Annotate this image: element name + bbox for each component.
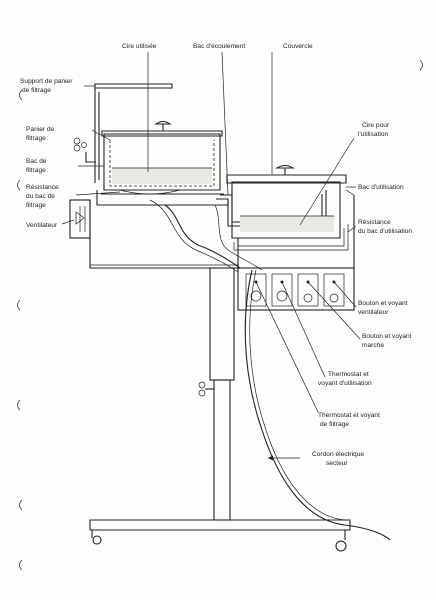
use-tank (231, 181, 341, 239)
stand-lower-tube (213, 379, 231, 521)
label-resistance-filtrage-1: Résistance (26, 184, 59, 191)
label-bac-filtrage-1: Bac de (26, 158, 47, 165)
use-unit (216, 164, 355, 269)
caster-right (335, 540, 347, 552)
label-support-panier-1: Support de panier (20, 78, 73, 85)
caster-left (92, 535, 102, 545)
filter-basket (109, 140, 215, 187)
label-cire-utilisation-1: Cire pour (362, 122, 390, 129)
label-cire-utilisee: Cire utilisée (122, 43, 157, 50)
label-bac-utilisation: Bac d'utilisation (358, 184, 404, 191)
internal-cable-1 (164, 204, 241, 269)
label-resistance-utilisation-1: Résistance (358, 219, 391, 226)
heater-body (89, 200, 238, 269)
filtration-unit (69, 83, 238, 269)
binder-holes (17, 59, 423, 571)
control-marche (297, 273, 319, 307)
label-panier-2: filtrage (26, 135, 46, 142)
stand (89, 267, 351, 552)
labels: Cire utilisée Bac d'écoulement Couvercle… (20, 43, 412, 467)
label-thermostat-filtrage-2: de filtrage (320, 421, 349, 428)
stand-upper-tube (209, 267, 235, 381)
knob-2 (73, 144, 81, 152)
use-lid-knob (275, 164, 295, 169)
control-thermostat-utilisation (271, 273, 293, 307)
label-support-panier-2: de filtrage (22, 87, 51, 94)
control-thermostat-filtrage (245, 273, 267, 307)
knob-1 (73, 137, 81, 145)
fan-housing (69, 199, 91, 239)
control-ventilateur (323, 273, 345, 307)
label-cire-utilisation-2: l'utilisation (358, 131, 389, 138)
control-panel-box (237, 267, 355, 311)
label-thermostat-filtrage-1: Thermostat et voyant (318, 412, 380, 419)
label-panier-1: Panier de (26, 126, 55, 133)
label-bouton-ventilateur-1: Bouton et voyant (358, 300, 408, 307)
label-thermostat-utilisation-2: voyant d'utilisation (318, 380, 372, 387)
basket-support-rod (94, 83, 173, 89)
label-cordon-2: secteur (326, 460, 348, 467)
used-wax-fill (112, 168, 212, 184)
filter-lid-knob (154, 120, 172, 125)
filter-tank (103, 133, 221, 191)
use-tank-lid (226, 174, 347, 184)
filter-resistance (119, 189, 181, 195)
label-bouton-marche-2: marche (362, 342, 384, 349)
label-bac-filtrage-2: filtrage (26, 167, 46, 174)
label-bac-ecoulement: Bac d'écoulement (193, 43, 245, 50)
label-cordon-1: Cordon électrique (312, 451, 364, 458)
label-resistance-filtrage-2: du bac de (26, 193, 55, 200)
filter-tank-rim (101, 130, 223, 137)
label-thermostat-utilisation-1: Thermostat et (328, 371, 369, 378)
power-cord (244, 269, 391, 541)
leader-lines (61, 51, 361, 461)
label-resistance-utilisation-2: du bac d'utilisation (358, 228, 412, 235)
label-couvercle: Couvercle (283, 43, 313, 50)
label-resistance-filtrage-3: filtrage (26, 202, 46, 209)
label-ventilateur: Ventilateur (26, 222, 58, 229)
stand-base (89, 519, 351, 531)
label-bouton-ventilateur-2: ventilateur (358, 309, 389, 316)
label-bouton-marche-1: Bouton et voyant (362, 333, 412, 340)
use-wax-fill (240, 216, 334, 232)
